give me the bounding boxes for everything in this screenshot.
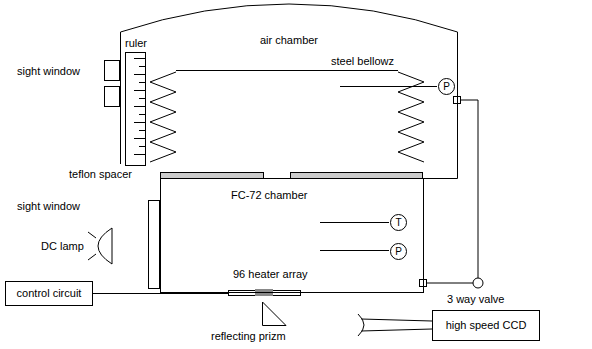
- ruler-tick: [134, 138, 145, 139]
- camera-body-line: [361, 329, 432, 331]
- camera-body-line: [361, 319, 432, 321]
- sight-window: [105, 61, 120, 81]
- part-label: teflon spacer: [68, 168, 133, 181]
- bellows-fold: [398, 72, 424, 162]
- ruler-tick: [134, 90, 145, 91]
- ruler-tick: [139, 146, 145, 147]
- node-text: FC-72 chamber: [231, 189, 423, 202]
- ruler-tick: [139, 98, 145, 99]
- bellows-fold: [150, 72, 176, 162]
- sight-window: [149, 201, 160, 289]
- camera-box: high speed CCD: [432, 310, 540, 341]
- ruler-tick: [139, 130, 145, 131]
- node-text: high speed CCD: [446, 319, 527, 332]
- control-box: control circuit: [5, 281, 93, 306]
- part-label: DC lamp: [40, 240, 85, 253]
- part-label: steel bellowz: [330, 55, 395, 68]
- lamp-mount: [88, 232, 96, 260]
- sensor-leader: [320, 222, 389, 223]
- chamber-wall: [121, 4, 458, 179]
- pressure-gauge: P: [438, 78, 455, 95]
- node-text: T: [395, 216, 401, 229]
- ruler-tick: [139, 82, 145, 83]
- bellows-top-plate: [176, 70, 398, 71]
- node-text: P: [443, 80, 450, 93]
- ruler-scale: [126, 53, 146, 166]
- ruler-tick: [134, 58, 145, 59]
- pressure-gauge: P: [390, 243, 407, 260]
- ruler-tick: [139, 114, 145, 115]
- part-label: sight window: [16, 65, 81, 78]
- control-wire: [93, 293, 228, 294]
- temperature-gauge: T: [390, 214, 407, 231]
- ruler-tick: [134, 154, 145, 155]
- chamber-outline: air chamberP: [120, 2, 458, 179]
- ruler-ticks: [134, 59, 145, 155]
- part-label: ruler: [124, 37, 148, 50]
- node-text: control circuit: [17, 287, 82, 300]
- prism: [263, 302, 287, 326]
- part-label: 3 way valve: [446, 293, 505, 306]
- node-text: P: [395, 245, 402, 258]
- port-fitting: [420, 280, 427, 287]
- ruler-tick: [139, 66, 145, 67]
- ruler-tick: [134, 106, 145, 107]
- sensor-leader: [320, 250, 389, 251]
- sight-window: [105, 87, 120, 107]
- camera-lens: [358, 314, 364, 336]
- ruler-tick: [134, 122, 145, 123]
- part-label: reflecting prizm: [210, 330, 287, 343]
- pipe-line: [424, 100, 478, 283]
- steel-bellows: [150, 72, 424, 162]
- chamber-outline: [120, 2, 458, 179]
- node-text: air chamber: [120, 34, 458, 47]
- ruler-tick: [134, 74, 145, 75]
- part-label: sight window: [16, 200, 81, 213]
- sensor-leader: [340, 86, 437, 87]
- valve-symbol: [473, 278, 483, 288]
- lamp-reflector: [98, 228, 112, 264]
- part-label: 96 heater array: [232, 268, 309, 281]
